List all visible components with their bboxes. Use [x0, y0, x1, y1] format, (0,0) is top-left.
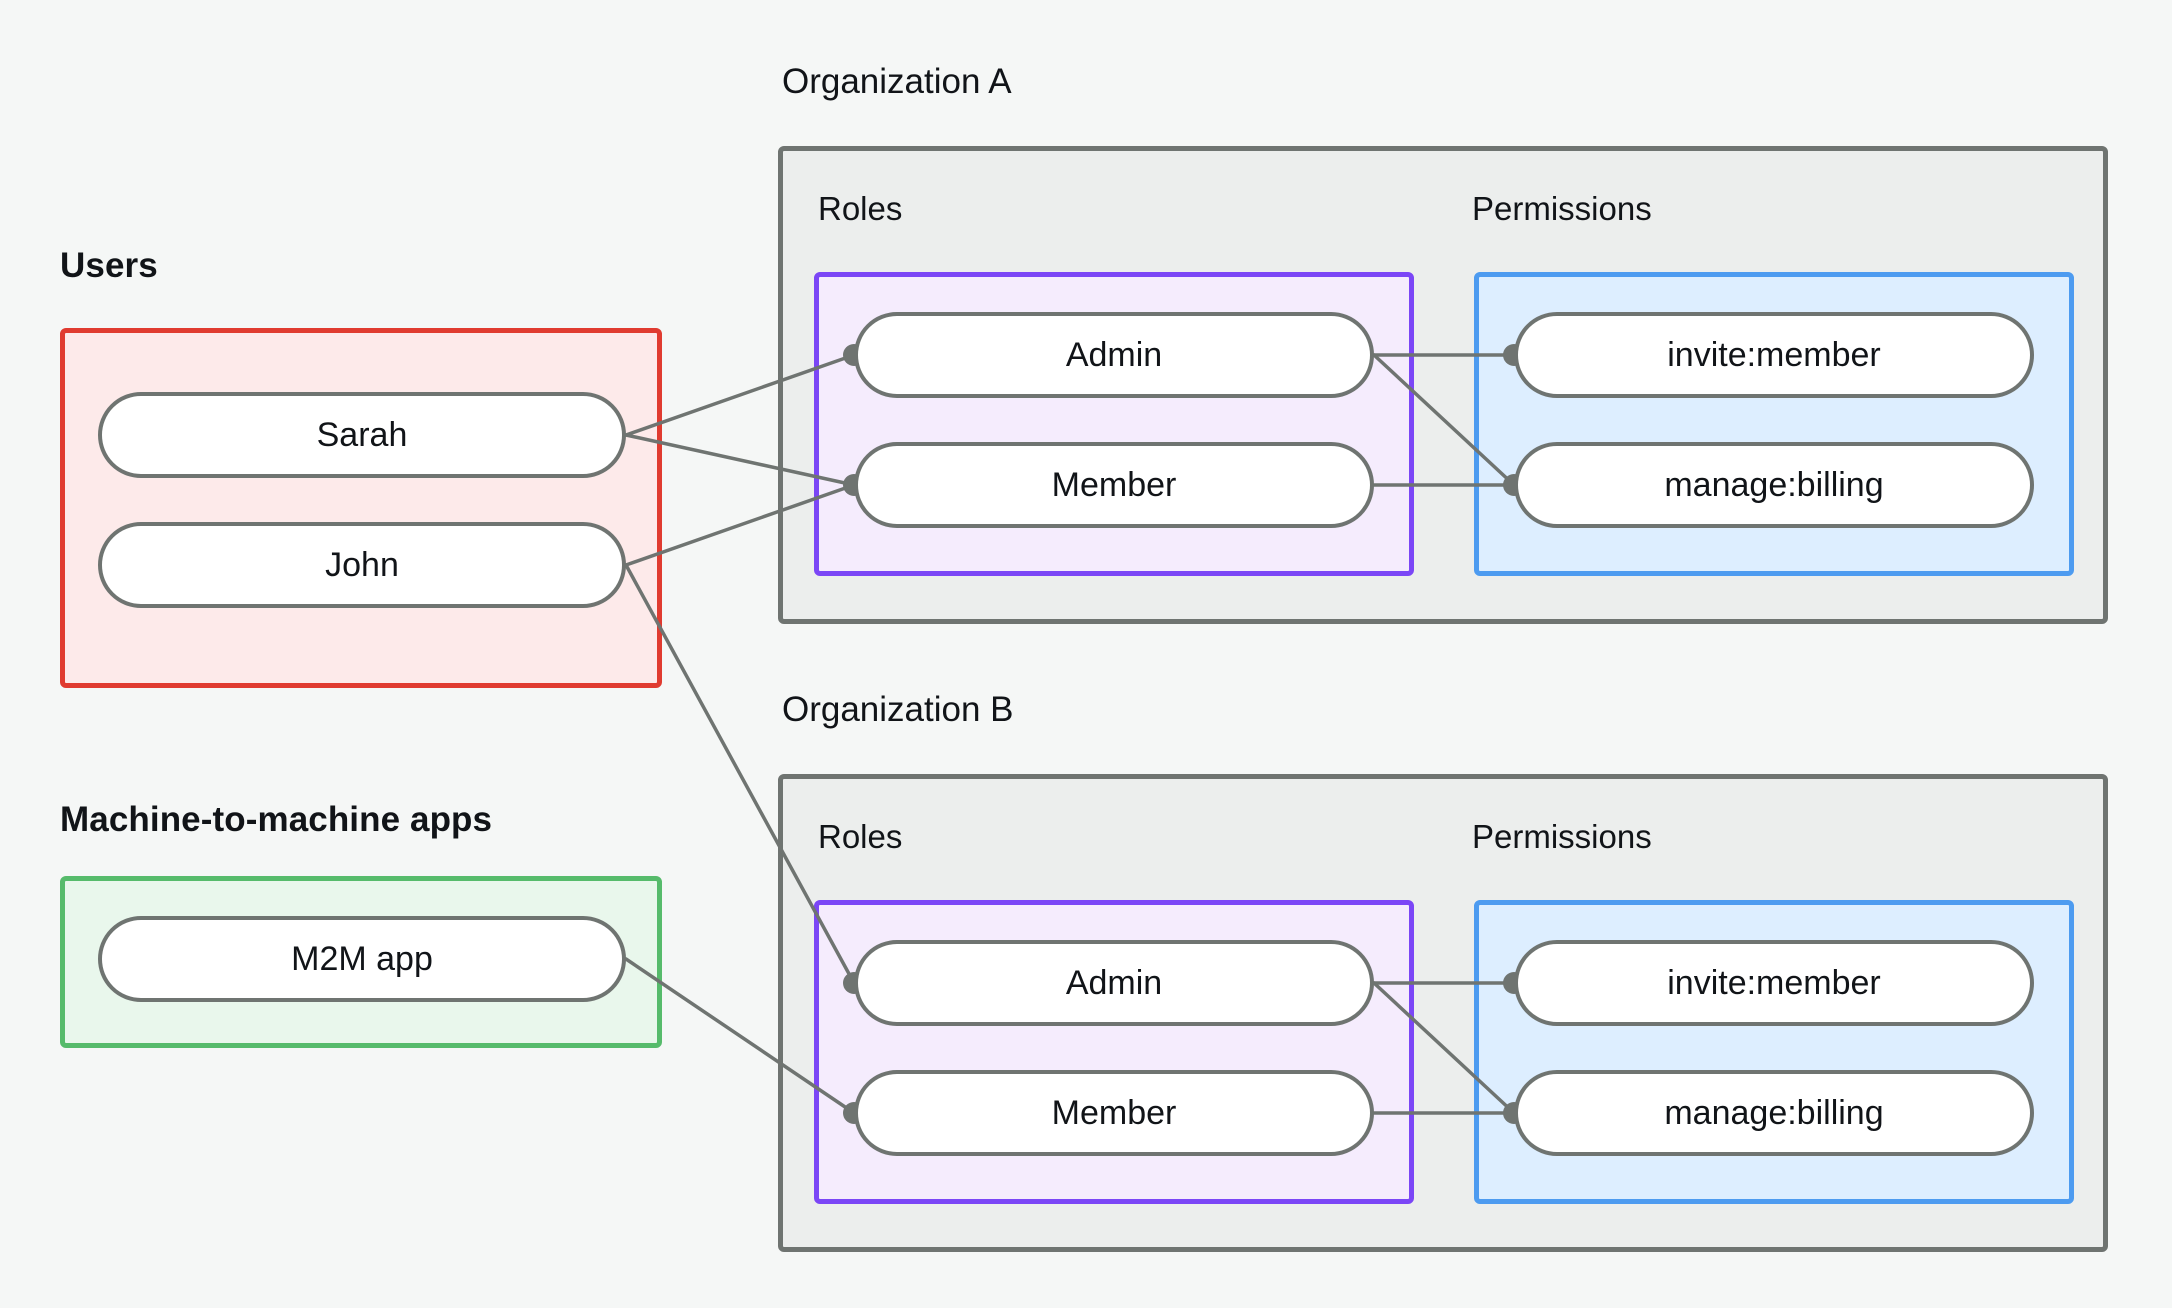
org-b-permission-manage-billing[interactable]: manage:billing	[1514, 1070, 2034, 1156]
user-node-sarah[interactable]: Sarah	[98, 392, 626, 478]
users-group-label: Users	[60, 246, 158, 285]
m2m-group-label: Machine-to-machine apps	[60, 800, 493, 839]
org-a-permission-manage-billing[interactable]: manage:billing	[1514, 442, 2034, 528]
users-container	[60, 328, 662, 688]
org-a-roles-label: Roles	[818, 190, 903, 227]
org-b-roles-label: Roles	[818, 818, 903, 855]
m2m-node-app[interactable]: M2M app	[98, 916, 626, 1002]
user-node-john[interactable]: John	[98, 522, 626, 608]
org-a-role-member[interactable]: Member	[854, 442, 1374, 528]
org-a-permissions-label: Permissions	[1472, 190, 1652, 227]
org-a-role-admin[interactable]: Admin	[854, 312, 1374, 398]
org-b-permissions-label: Permissions	[1472, 818, 1652, 855]
org-b-title: Organization B	[782, 690, 1014, 729]
org-b-permission-invite-member[interactable]: invite:member	[1514, 940, 2034, 1026]
org-a-permission-invite-member[interactable]: invite:member	[1514, 312, 2034, 398]
org-b-role-member[interactable]: Member	[854, 1070, 1374, 1156]
org-b-role-admin[interactable]: Admin	[854, 940, 1374, 1026]
org-a-title: Organization A	[782, 62, 1012, 101]
